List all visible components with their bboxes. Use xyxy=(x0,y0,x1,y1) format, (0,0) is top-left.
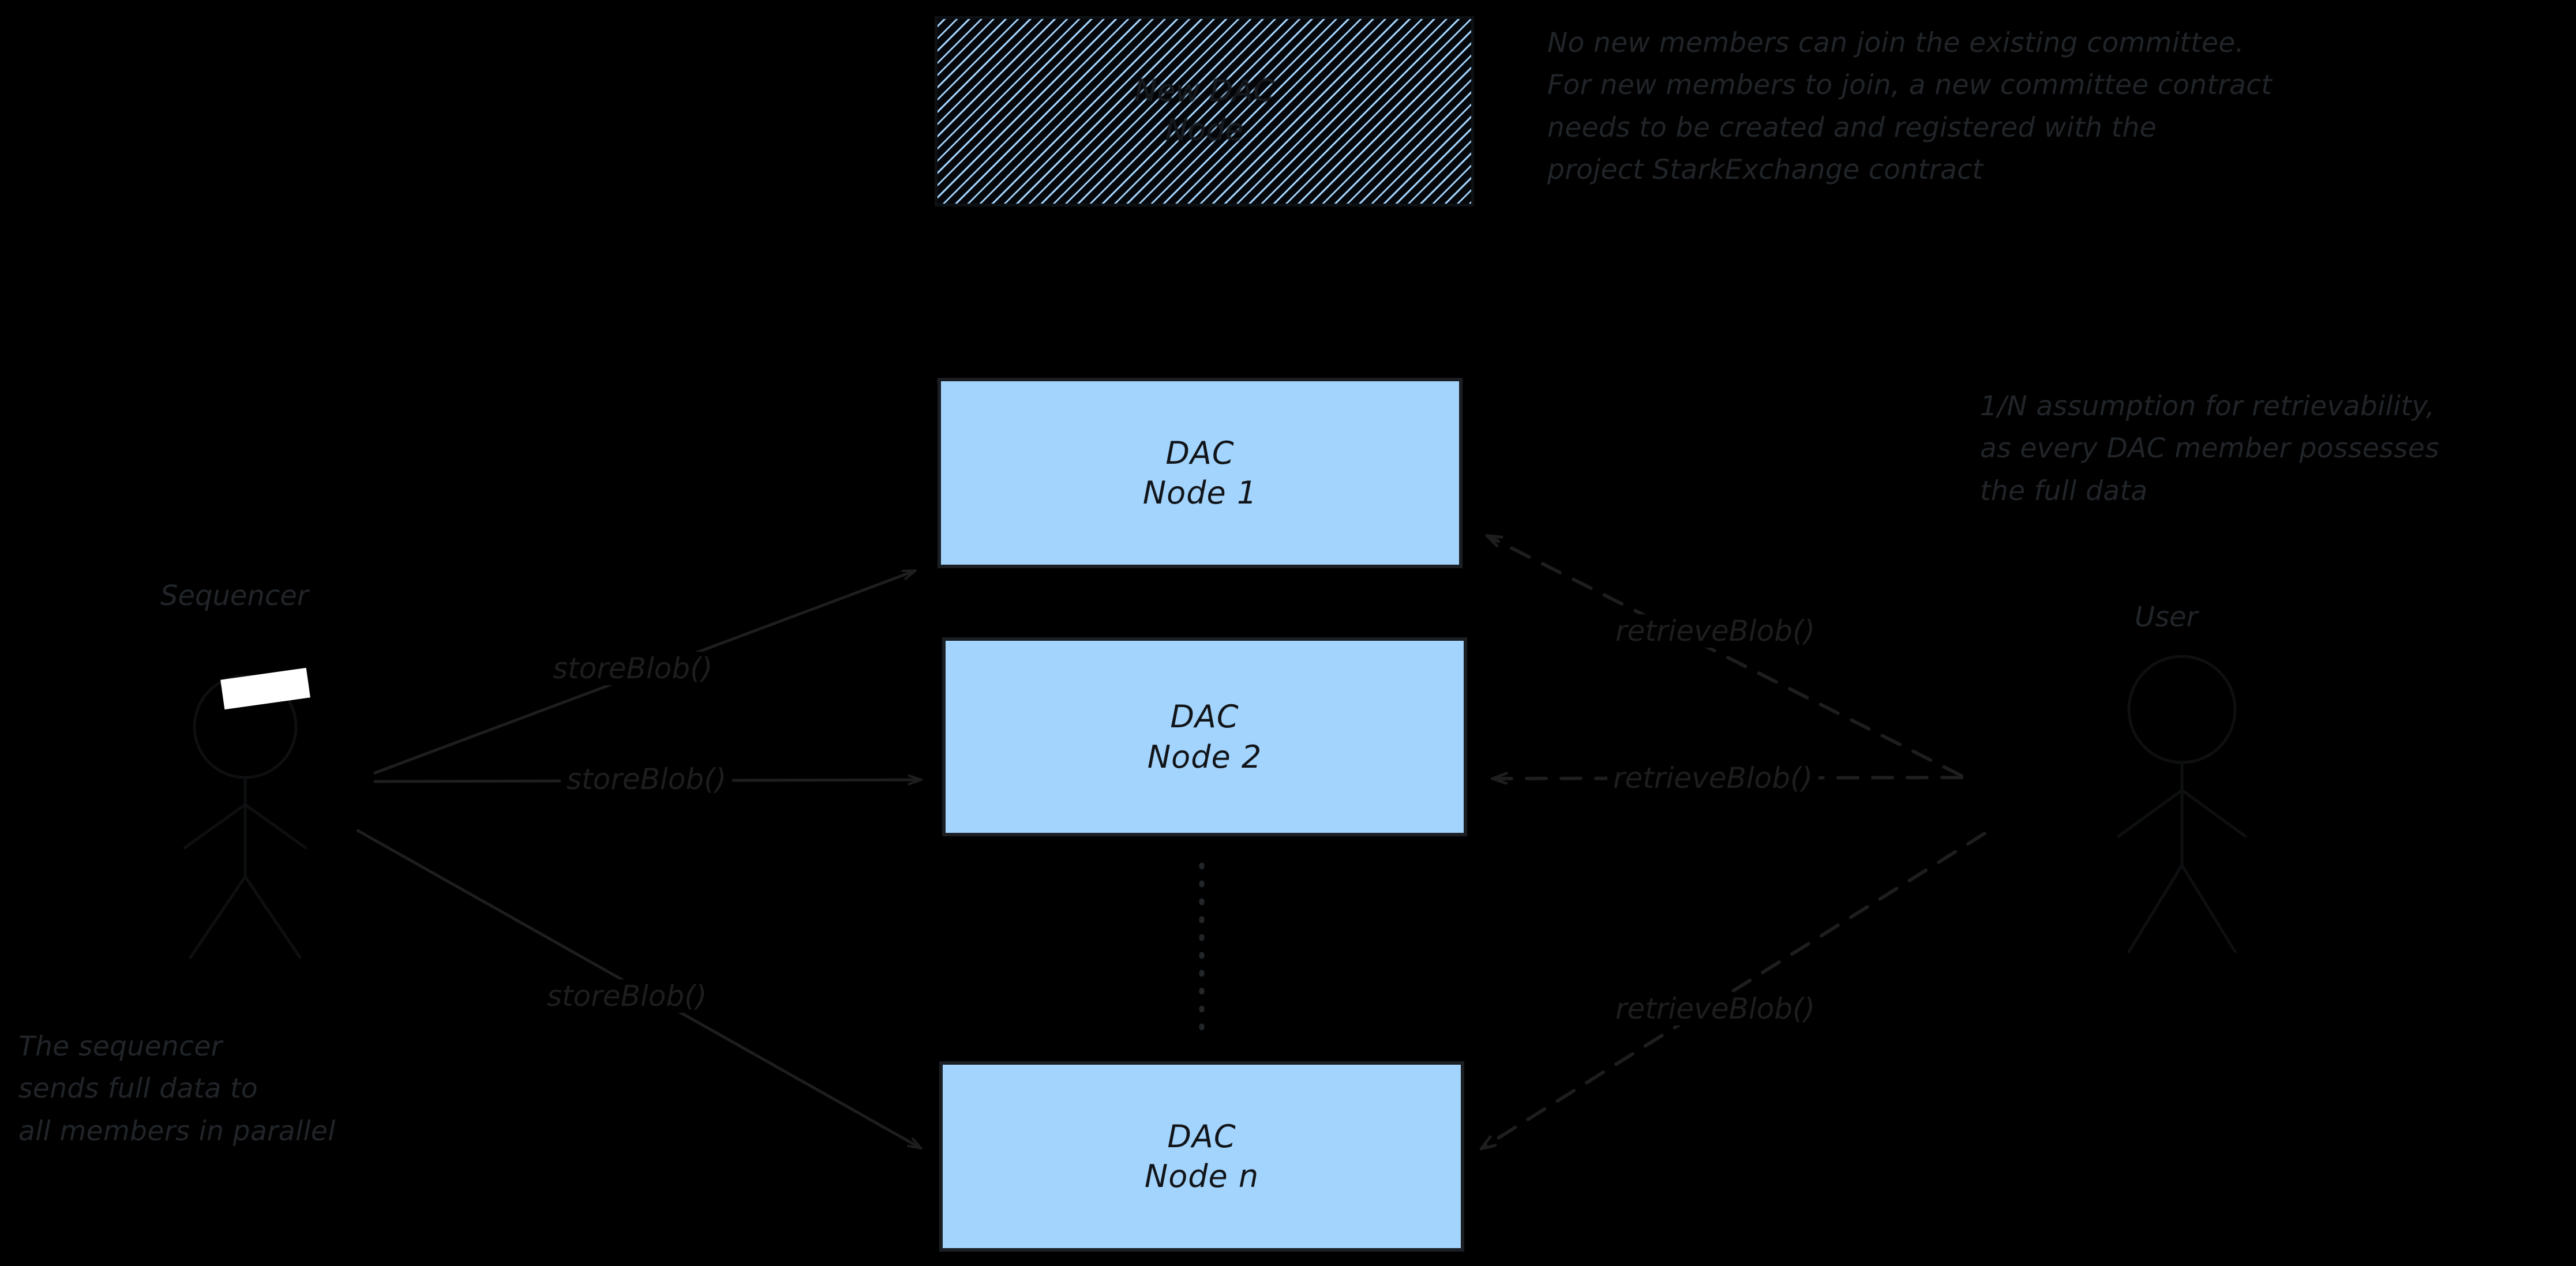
edge-label-store-1: storeBlob() xyxy=(547,652,719,685)
new-dac-node-line1: New DAC xyxy=(1134,74,1274,109)
dac-node-n-box[interactable]: DAC Node n xyxy=(939,1061,1464,1252)
user-figure xyxy=(2117,655,2247,953)
edge-label-retrieve-1: retrieveBlob() xyxy=(1610,614,1821,648)
dac-node-n-line1: DAC xyxy=(1167,1118,1236,1155)
edge-label-store-2: storeBlob() xyxy=(561,762,733,796)
user-label: User xyxy=(2135,601,2198,633)
dac-node-2-box[interactable]: DAC Node 2 xyxy=(942,637,1467,836)
sequencer-label: Sequencer xyxy=(160,580,309,612)
new-dac-node-line2: Node xyxy=(1165,113,1244,148)
dac-node-1-line2: Node 1 xyxy=(1142,475,1258,511)
note-sequencer: The sequencer sends full data to all mem… xyxy=(18,1031,336,1147)
dac-node-2-line2: Node 2 xyxy=(1147,738,1262,775)
edge-label-store-3: storeBlob() xyxy=(541,979,713,1013)
edge-label-retrieve-3: retrieveBlob() xyxy=(1610,992,1821,1025)
edge-retrieve-node1 xyxy=(1488,536,1963,777)
dac-node-2-line1: DAC xyxy=(1170,698,1239,735)
sequencer-figure xyxy=(183,674,308,959)
note-retrievability: 1/N assumption for retrievability, as ev… xyxy=(1980,390,2440,507)
edge-retrieve-node2 xyxy=(1494,777,1963,779)
edge-retrieve-noden xyxy=(1483,832,1986,1148)
edge-label-retrieve-2: retrieveBlob() xyxy=(1607,761,1819,795)
dac-node-1-box[interactable]: DAC Node 1 xyxy=(938,378,1463,568)
new-dac-node-box[interactable]: New DAC Node xyxy=(935,16,1474,206)
note-committee: No new members can join the existing com… xyxy=(1547,27,2273,186)
dac-node-n-line2: Node n xyxy=(1144,1158,1259,1194)
dac-node-1-line1: DAC xyxy=(1165,434,1235,471)
